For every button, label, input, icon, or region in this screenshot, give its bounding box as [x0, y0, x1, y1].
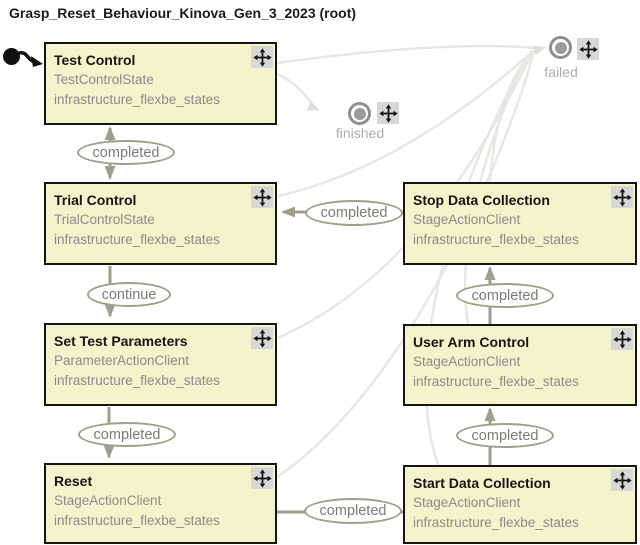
state-package: infrastructure_flexbe_states: [413, 232, 579, 247]
state-box-reset[interactable]: Reset StageActionClient infrastructure_f…: [44, 463, 277, 544]
state-package: infrastructure_flexbe_states: [54, 232, 220, 247]
outcome-oval-completed-start-user[interactable]: completed: [456, 423, 554, 448]
initial-state-arrowhead: [31, 56, 43, 67]
move-icon[interactable]: [611, 469, 633, 491]
state-name: User Arm Control: [413, 334, 530, 350]
outcome-oval-completed-set-reset[interactable]: completed: [78, 422, 176, 447]
state-class: StageActionClient: [54, 493, 162, 508]
outcome-oval-completed-test-trial[interactable]: completed: [77, 140, 175, 165]
state-box-trial-control[interactable]: Trial Control TrialControlState infrastr…: [44, 182, 277, 265]
edge-testcontrol-finished: [275, 71, 314, 106]
outcome-oval-completed-reset-start[interactable]: completed: [304, 498, 402, 524]
outcome-oval-continue[interactable]: continue: [87, 282, 171, 307]
arrowhead-up-into-userarmcontrol: [484, 407, 496, 421]
arrowhead-up-into-testcontrol: [104, 126, 116, 140]
terminal-dot: [554, 41, 567, 54]
outcome-oval-completed-stop-trial[interactable]: completed: [305, 200, 403, 226]
arrowhead-down-into-settestparameters: [104, 304, 116, 318]
state-name: Start Data Collection: [413, 475, 551, 491]
arrowhead-left-into-trialcontrol: [281, 206, 295, 218]
move-icon[interactable]: [377, 102, 399, 124]
edge-testcontrol-failed: [276, 44, 535, 65]
terminal-dot: [353, 107, 366, 120]
state-class: ParameterActionClient: [54, 353, 190, 368]
state-package: infrastructure_flexbe_states: [413, 374, 579, 389]
move-icon[interactable]: [611, 328, 633, 350]
state-package: infrastructure_flexbe_states: [54, 92, 220, 107]
state-box-start-data-collection[interactable]: Start Data Collection StageActionClient …: [403, 465, 637, 544]
state-name: Trial Control: [54, 192, 137, 208]
move-icon[interactable]: [577, 38, 599, 60]
arrowhead-down-into-trialcontrol: [104, 166, 116, 180]
state-name: Set Test Parameters: [54, 333, 188, 349]
edge-trialcontrol-failed: [277, 49, 535, 198]
arrowhead-down-into-reset: [103, 445, 115, 459]
state-box-test-control[interactable]: Test Control TestControlState infrastruc…: [44, 42, 277, 125]
state-box-stop-data-collection[interactable]: Stop Data Collection StageActionClient i…: [403, 182, 637, 265]
move-icon[interactable]: [251, 186, 273, 208]
state-class: TrialControlState: [54, 212, 155, 227]
state-package: infrastructure_flexbe_states: [54, 373, 220, 388]
terminal-node-failed[interactable]: [549, 36, 572, 59]
state-class: StageActionClient: [413, 212, 521, 227]
move-icon[interactable]: [611, 186, 633, 208]
terminal-node-finished[interactable]: [348, 102, 371, 125]
terminal-label-finished: finished: [335, 125, 385, 141]
failed-arrowhead: [533, 45, 546, 55]
state-class: TestControlState: [54, 72, 154, 87]
finished-arrowhead: [307, 101, 320, 111]
move-icon[interactable]: [251, 467, 273, 489]
outcome-oval-completed-user-stop[interactable]: completed: [456, 283, 554, 308]
arrowhead-up-into-stopdatacollection: [484, 266, 496, 280]
state-package: infrastructure_flexbe_states: [54, 513, 220, 528]
behavior-title: Grasp_Reset_Behaviour_Kinova_Gen_3_2023 …: [9, 5, 357, 21]
initial-state-marker: [3, 48, 20, 65]
state-class: StageActionClient: [413, 354, 521, 369]
move-icon[interactable]: [251, 46, 273, 68]
state-box-set-test-parameters[interactable]: Set Test Parameters ParameterActionClien…: [44, 323, 277, 406]
state-name: Stop Data Collection: [413, 192, 550, 208]
state-class: StageActionClient: [413, 495, 521, 510]
move-icon[interactable]: [251, 327, 273, 349]
state-name: Test Control: [54, 52, 136, 68]
terminal-label-failed: failed: [544, 64, 578, 80]
state-package: infrastructure_flexbe_states: [413, 515, 579, 530]
state-box-user-arm-control[interactable]: User Arm Control StageActionClient infra…: [403, 324, 637, 406]
state-name: Reset: [54, 473, 93, 489]
